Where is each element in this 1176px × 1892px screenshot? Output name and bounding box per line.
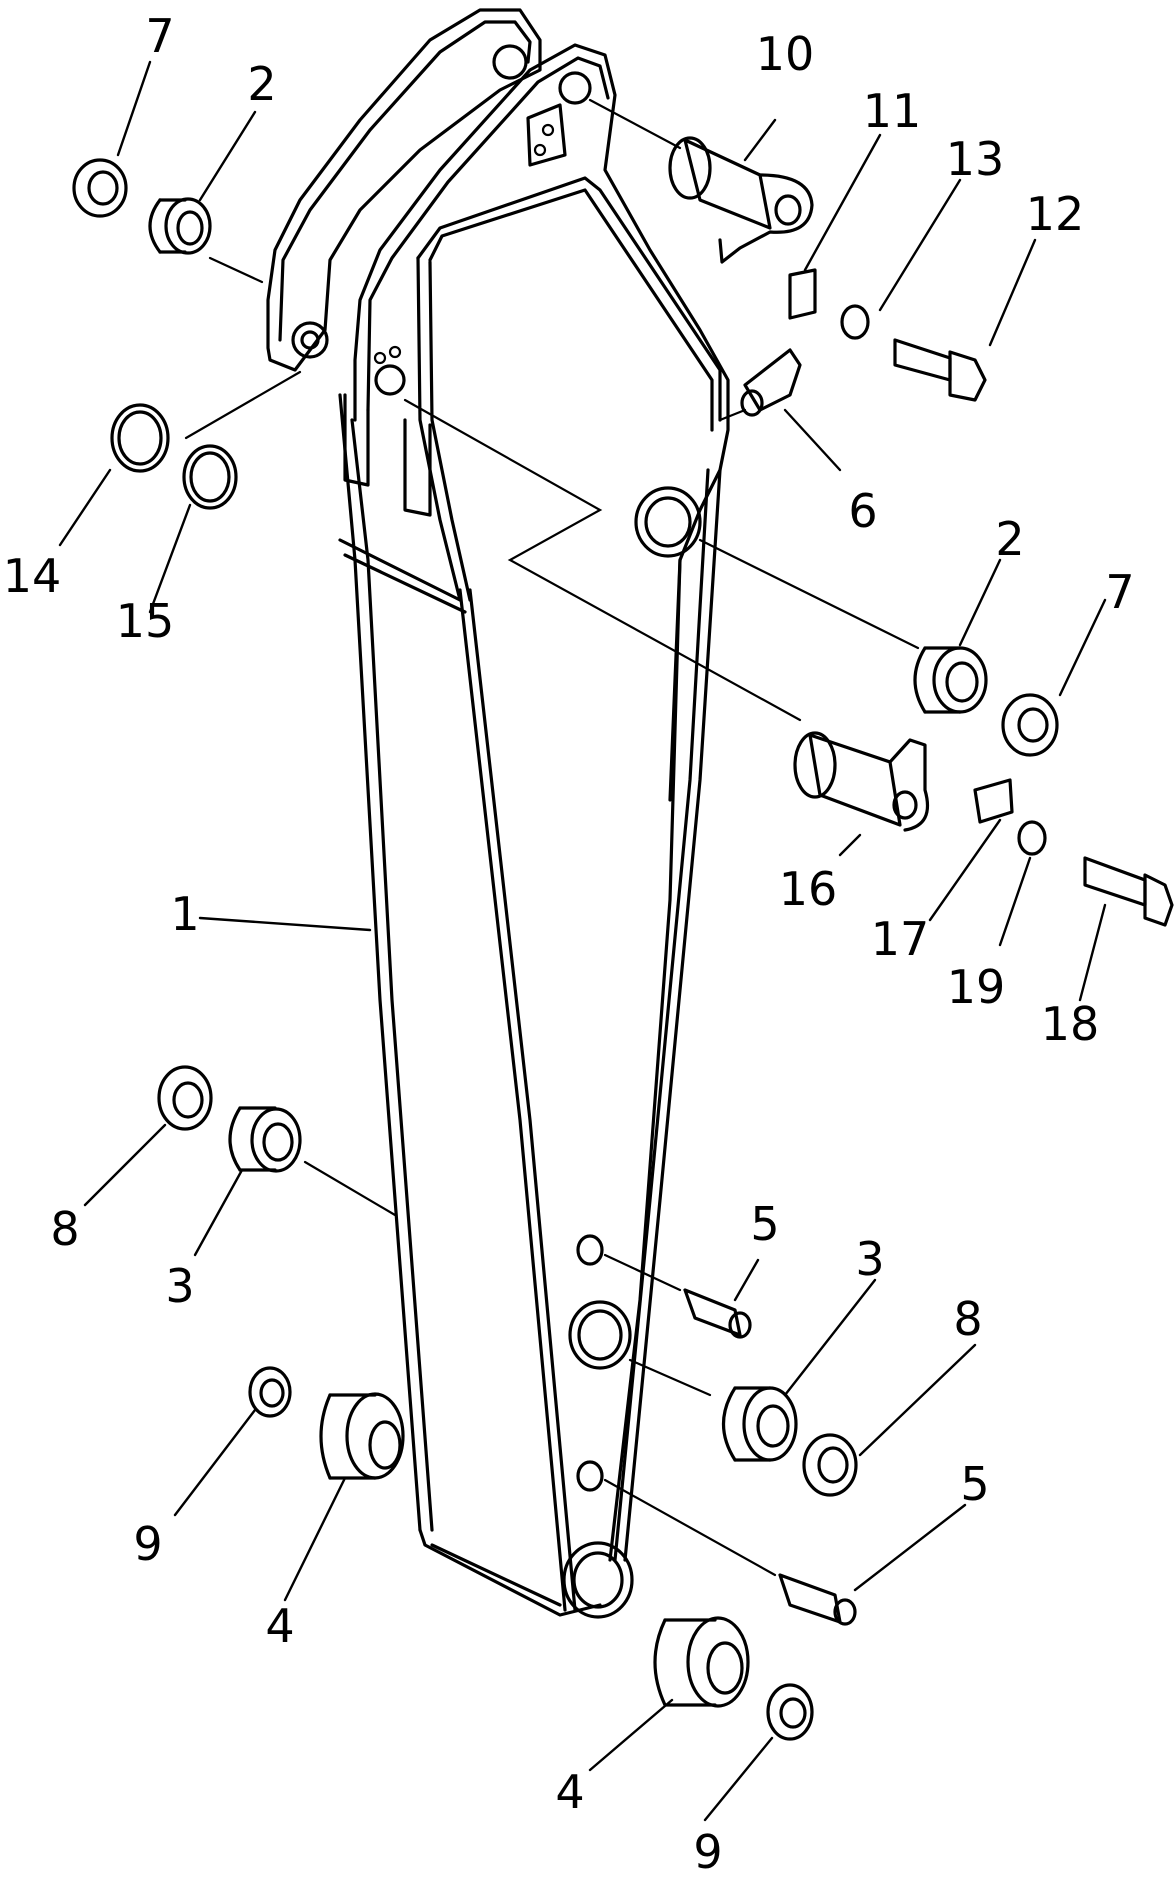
- callout-5-lower: 5: [960, 1457, 989, 1511]
- callout-6: 6: [848, 484, 877, 538]
- callout-15: 15: [116, 594, 175, 648]
- callout-8-right: 8: [953, 1292, 982, 1346]
- callout-labels: 7 2 10 11 13 12 6 14 15 2 7 1 16 17 19 1…: [3, 9, 1135, 1879]
- part-14-shim: [110, 403, 170, 473]
- part-4-bushing-left: [319, 1392, 405, 1480]
- part-17-plate: [973, 778, 1014, 824]
- callout-9-left: 9: [133, 1517, 162, 1571]
- part-18-bolt: [1083, 856, 1174, 927]
- part-11-plate: [788, 268, 817, 320]
- part-3-bushing-right: [722, 1386, 798, 1462]
- leader-lines: [58, 60, 1107, 1822]
- callout-12: 12: [1026, 187, 1085, 241]
- callout-8-left: 8: [50, 1202, 79, 1256]
- assembly-line: [628, 1358, 712, 1397]
- callout-2-top: 2: [247, 57, 276, 111]
- part-14-shim-inner: [117, 410, 163, 466]
- part-15-shim: [182, 444, 238, 510]
- part-3-bushing-left: [228, 1106, 302, 1173]
- assembly-line: [698, 538, 920, 650]
- part-7-seal-right: [1001, 693, 1059, 757]
- part-16-pin: [793, 731, 930, 832]
- part-7-seal-right-inner: [1017, 707, 1049, 743]
- callout-13: 13: [946, 132, 1005, 186]
- assembly-line: [588, 98, 682, 150]
- assembly-line: [603, 1478, 777, 1577]
- assembly-line: [303, 1160, 397, 1217]
- part-9-seal-right-inner: [779, 1697, 807, 1729]
- part-5-grease-fitting-lower: [778, 1573, 857, 1626]
- callout-10: 10: [756, 27, 815, 81]
- callout-11: 11: [863, 84, 922, 138]
- arm-body: [266, 8, 730, 1619]
- part-8-seal-right-inner: [817, 1446, 849, 1484]
- part-9-seal-left-inner: [259, 1378, 285, 1408]
- part-10-pin: [668, 136, 814, 264]
- assembly-line: [184, 370, 302, 440]
- part-19-washer: [1017, 820, 1047, 856]
- callout-1: 1: [170, 887, 199, 941]
- assembly-line: [403, 398, 802, 722]
- part-13-washer: [840, 304, 870, 340]
- part-8-seal-left-inner: [172, 1081, 204, 1119]
- callout-16: 16: [779, 862, 838, 916]
- assembly-line: [208, 256, 264, 284]
- part-2-bushing-right: [913, 646, 988, 714]
- part-6-grease-fitting: [718, 348, 802, 422]
- callout-19: 19: [947, 960, 1006, 1014]
- callout-14: 14: [3, 549, 62, 603]
- callout-3-right: 3: [855, 1232, 884, 1286]
- part-4-bushing-right: [653, 1616, 750, 1708]
- callout-3-left: 3: [165, 1259, 194, 1313]
- part-9-seal-right: [766, 1683, 814, 1741]
- part-7-seal-top: [72, 158, 128, 218]
- callout-18: 18: [1041, 997, 1100, 1051]
- part-12-bolt: [893, 338, 987, 402]
- callout-4-left: 4: [265, 1599, 294, 1653]
- part-5-grease-fitting-upper: [683, 1288, 752, 1339]
- callout-2-right: 2: [995, 512, 1024, 566]
- part-8-seal-right: [802, 1433, 858, 1497]
- callout-7-right: 7: [1105, 565, 1134, 619]
- callout-5-upper: 5: [750, 1197, 779, 1251]
- part-15-shim-inner: [189, 451, 231, 503]
- part-9-seal-left: [248, 1366, 292, 1418]
- part-2-bushing-top: [148, 197, 212, 255]
- callout-9-right: 9: [693, 1825, 722, 1879]
- callout-4-right: 4: [555, 1765, 584, 1819]
- assembly-line: [603, 1253, 682, 1292]
- callout-17: 17: [871, 912, 930, 966]
- callout-7-top: 7: [145, 9, 174, 63]
- part-8-seal-left: [157, 1065, 213, 1131]
